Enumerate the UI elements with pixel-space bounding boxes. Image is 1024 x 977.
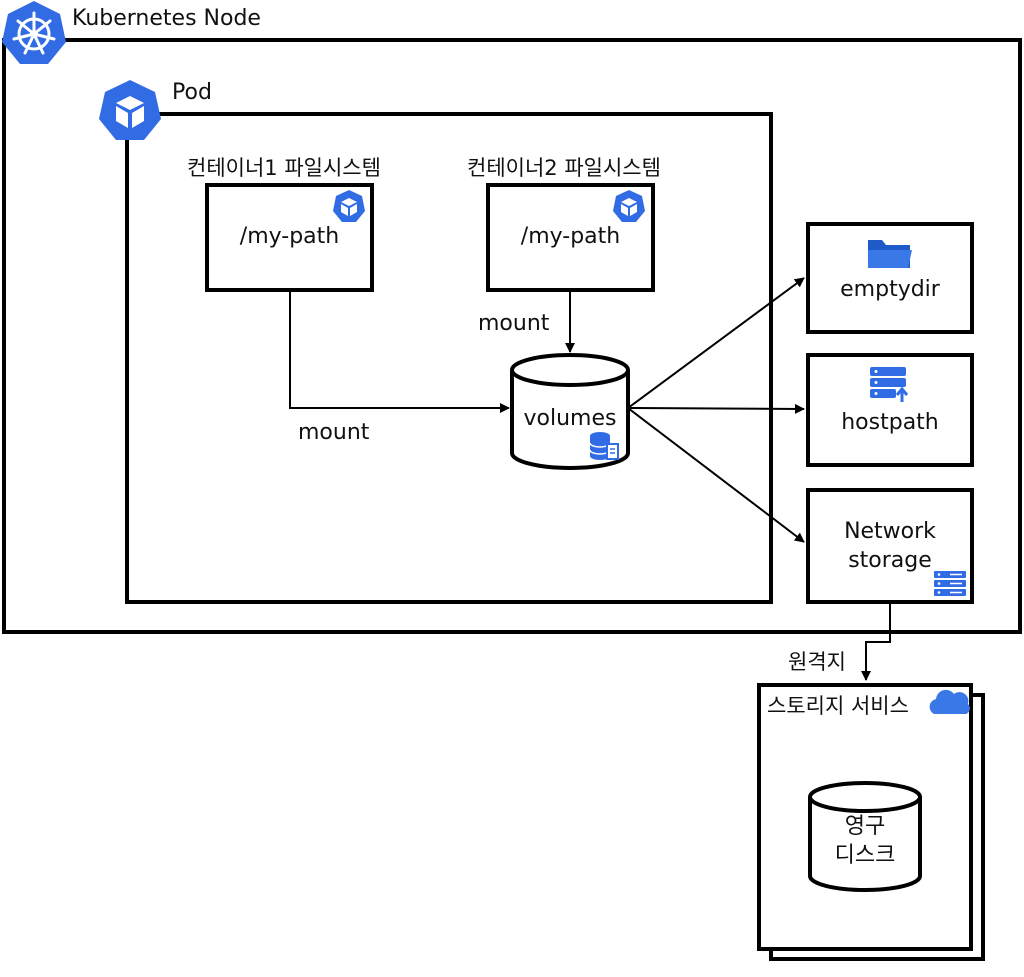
- container1-title: 컨테이너1 파일시스템: [187, 156, 381, 180]
- arrow-to-network-storage: [627, 407, 805, 543]
- volumes-label: volumes: [523, 406, 617, 431]
- remote-label: 원격지: [788, 650, 846, 674]
- mount-label-right: mount: [478, 311, 550, 336]
- storage-service-title: 스토리지 서비스: [767, 694, 909, 718]
- kubernetes-node-title: Kubernetes Node: [72, 6, 261, 31]
- mount-arrow-left: [289, 292, 510, 413]
- network-storage-label-line1: Network: [844, 519, 936, 544]
- persistent-disk-cylinder: [808, 781, 922, 892]
- pod-title: Pod: [172, 80, 212, 105]
- container2-path: /my-path: [520, 224, 621, 249]
- server-rack-icon: [934, 571, 966, 596]
- container-cube-icon: [333, 190, 365, 222]
- pod-frame: [125, 112, 773, 604]
- emptydir-box: [806, 222, 974, 334]
- folder-icon: [868, 240, 912, 268]
- emptydir-label: emptydir: [840, 277, 940, 302]
- pod-cube-icon: [99, 80, 161, 140]
- remote-arrow: [861, 604, 891, 681]
- container2-title: 컨테이너2 파일시스템: [467, 156, 661, 180]
- network-storage-label-line2: storage: [848, 548, 932, 573]
- mount-label-left: mount: [298, 420, 370, 445]
- container-cube-icon: [613, 190, 645, 222]
- kubernetes-wheel-icon: [2, 1, 66, 64]
- database-icon: [589, 432, 619, 460]
- hostpath-label: hostpath: [841, 410, 939, 435]
- persistent-disk-label-line1: 영구: [844, 814, 886, 839]
- cloud-icon: [929, 689, 970, 714]
- arrow-to-hostpath: [627, 403, 805, 414]
- container1-path: /my-path: [239, 224, 340, 249]
- server-upload-icon: [870, 367, 909, 402]
- persistent-disk-label-line2: 디스크: [834, 843, 896, 868]
- arrow-to-emptydir: [627, 277, 805, 409]
